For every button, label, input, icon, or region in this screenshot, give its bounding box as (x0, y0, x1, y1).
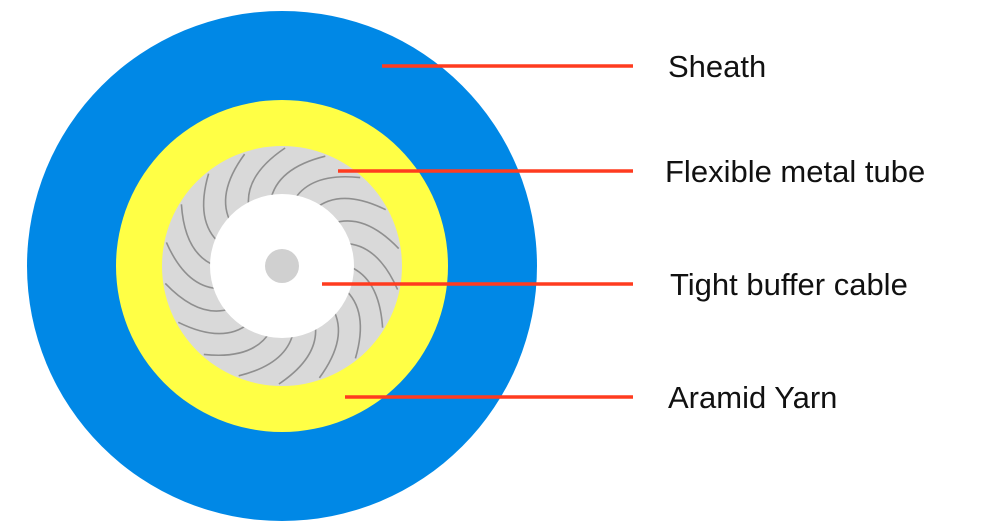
tight-buffer-cable-label: Tight buffer cable (670, 267, 908, 302)
aramid-yarn-label: Aramid Yarn (668, 380, 837, 415)
flexible-metal-tube-label: Flexible metal tube (665, 154, 925, 189)
fiber-core (265, 249, 299, 283)
sheath-label: Sheath (668, 49, 766, 84)
